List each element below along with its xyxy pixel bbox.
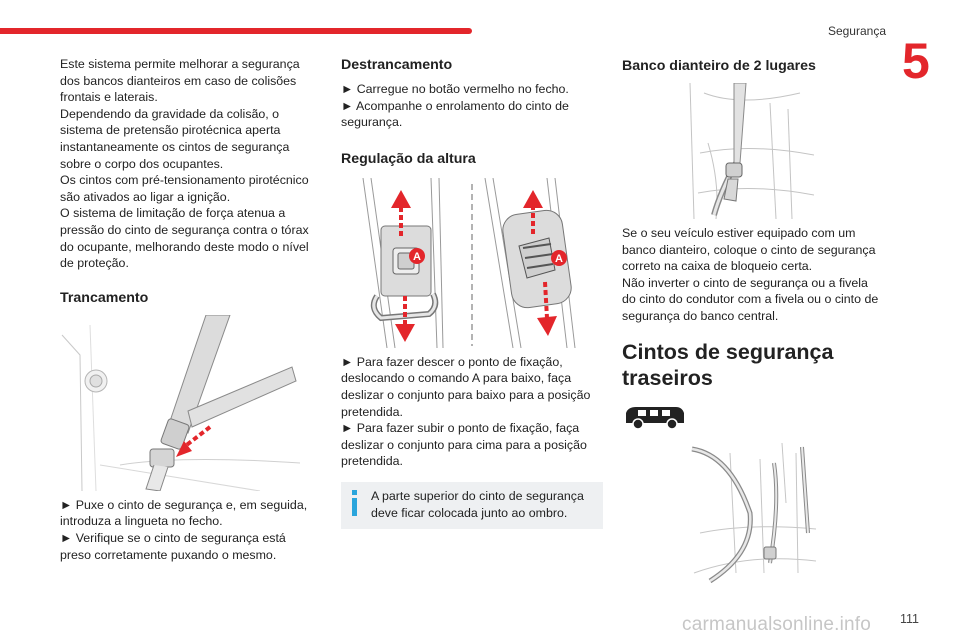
- locking-steps: ► Puxe o cinto de segurança e, em seguid…: [60, 497, 320, 563]
- column-left: Este sistema permite melhorar a seguranç…: [60, 56, 320, 563]
- locking-step: ► Verifique se o cinto de segurança está…: [60, 530, 286, 562]
- intro-text: Este sistema permite melhorar a seguranç…: [60, 56, 320, 272]
- watermark: carmanualsonline.info: [682, 614, 872, 635]
- intro-paragraph: Os cintos com pré-tensionamento pirotécn…: [60, 173, 309, 204]
- chapter-number: 5: [902, 33, 930, 89]
- van-icon: [626, 406, 684, 430]
- unlocking-step: ► Acompanhe o enrolamento do cinto de se…: [341, 98, 569, 130]
- locking-step: ► Puxe o cinto de segurança e, em seguid…: [60, 497, 308, 529]
- height-adjust-heading: Regulação da altura: [341, 150, 476, 167]
- intro-paragraph: O sistema de limitação de força atenua a…: [60, 206, 309, 271]
- locking-heading: Trancamento: [60, 289, 149, 306]
- info-note: A parte superior do cinto de segurança d…: [341, 481, 603, 530]
- rear-heading-line: Cintos de segurança: [622, 339, 834, 364]
- rear-heading-line: traseiros: [622, 365, 713, 390]
- info-icon: [352, 489, 357, 516]
- height-step: ► Para fazer subir o ponto de fixação, f…: [341, 421, 587, 469]
- info-note-text: A parte superior do cinto de segurança d…: [371, 488, 584, 520]
- height-step: ► Para fazer descer o ponto de fixação, …: [341, 354, 591, 419]
- label-a: A: [413, 251, 421, 263]
- buckle-insert-illustration: [61, 314, 300, 491]
- height-adjust-illustration: A A: [362, 177, 576, 348]
- intro-paragraph: Este sistema permite melhorar a seguranç…: [60, 57, 300, 105]
- section-title: Segurança: [827, 24, 886, 38]
- intro-paragraph: Dependendo da gravidade da colisão, o si…: [60, 106, 290, 171]
- rear-seat-belts-illustration: [691, 442, 816, 583]
- bench-seat-heading: Banco dianteiro de 2 lugares: [622, 58, 816, 74]
- bench-paragraph: Se o seu veículo estiver equipado com um…: [622, 226, 876, 274]
- column-right: Banco dianteiro de 2 lugares Se o seu ve…: [622, 56, 882, 583]
- column-middle: Destrancamento ► Carregue no botão verme…: [341, 56, 603, 530]
- unlocking-steps: ► Carregue no botão vermelho no fecho. ►…: [341, 81, 603, 131]
- rear-belts-heading: Cintos de segurança traseiros: [622, 339, 882, 391]
- unlocking-heading: Destrancamento: [341, 57, 453, 73]
- unlocking-step: ► Carregue no botão vermelho no fecho.: [341, 82, 569, 96]
- label-a: A: [555, 253, 563, 265]
- height-steps: ► Para fazer descer o ponto de fixação, …: [341, 354, 603, 470]
- bench-paragraph: Não inverter o cinto de segurança ou a f…: [622, 275, 879, 323]
- page-number: 111: [900, 612, 920, 626]
- bench-seat-text: Se o seu veículo estiver equipado com um…: [622, 225, 882, 325]
- header-accent-bar: [0, 28, 472, 34]
- bench-seat-illustration: [689, 83, 814, 219]
